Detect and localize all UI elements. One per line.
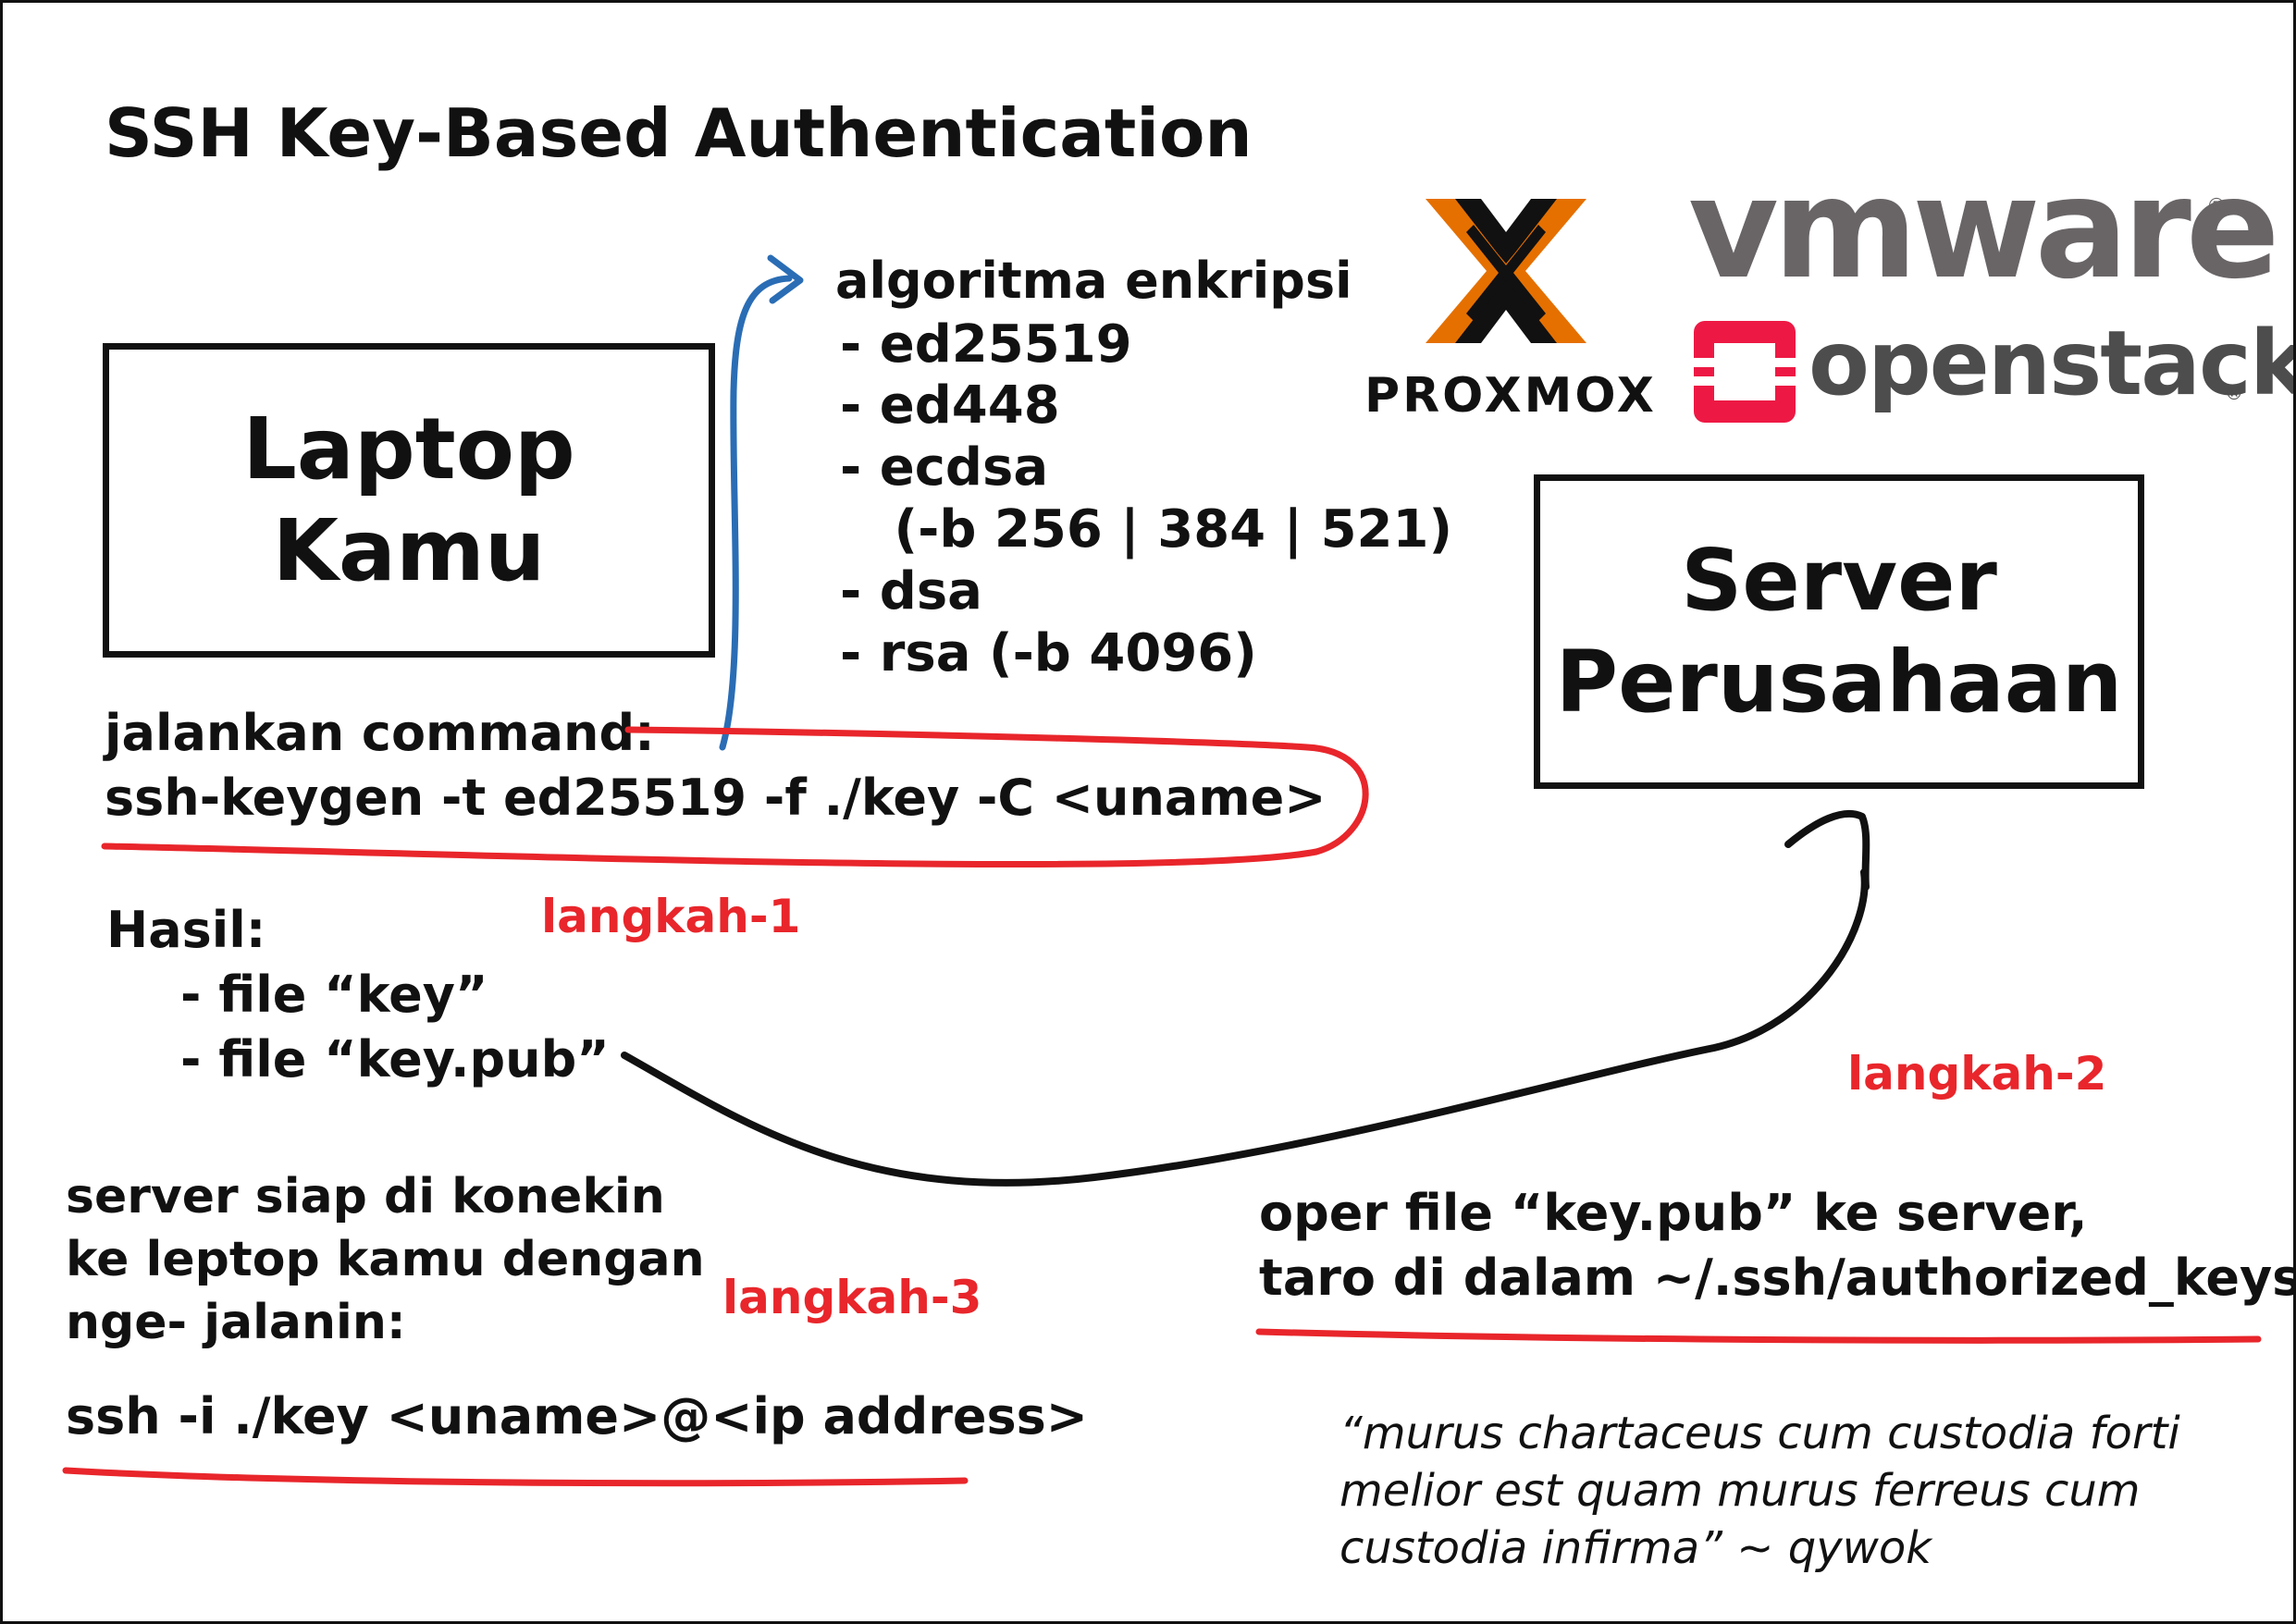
laptop-box: Laptop Kamu bbox=[103, 343, 715, 658]
openstack-logo-icon bbox=[1694, 321, 1796, 423]
red-underline-copy bbox=[1255, 1328, 2262, 1344]
step-3-label: langkah-3 bbox=[722, 1271, 982, 1324]
openstack-logo-text: openstack bbox=[1808, 312, 2296, 415]
quote-line1: “murus chartaceus cum custodia forti bbox=[1339, 1408, 2180, 1459]
result-item: - file “key” bbox=[180, 966, 488, 1024]
laptop-box-line1: Laptop bbox=[242, 399, 575, 498]
server-box-line1: Server bbox=[1681, 530, 1997, 630]
connect-line3: nge- jalanin: bbox=[66, 1295, 406, 1350]
red-command-loop bbox=[101, 726, 1369, 868]
proxmox-logo-text: PROXMOX bbox=[1364, 368, 1657, 424]
black-arrow-head bbox=[1784, 809, 1870, 891]
connect-line2: ke leptop kamu dengan bbox=[66, 1232, 705, 1287]
server-box: Server Perusahaan bbox=[1534, 474, 2144, 789]
proxmox-logo-icon bbox=[1426, 199, 1586, 343]
result-label: Hasil: bbox=[106, 901, 266, 959]
laptop-box-line2: Kamu bbox=[272, 501, 546, 600]
quote-line2: melior est quam murus ferreus cum bbox=[1339, 1465, 2141, 1517]
openstack-registered-mark: ® bbox=[2225, 382, 2243, 404]
result-item: - file “key.pub” bbox=[180, 1030, 610, 1089]
server-box-line2: Perusahaan bbox=[1555, 633, 2123, 732]
vmware-registered-mark: ® bbox=[2206, 195, 2227, 218]
algorithm-item: - ecdsa bbox=[840, 437, 1049, 498]
algorithm-item: - dsa bbox=[840, 561, 982, 621]
algorithm-item: (-b 256 | 384 | 521) bbox=[840, 499, 1453, 560]
step-1-label: langkah-1 bbox=[541, 890, 801, 943]
red-underline-ssh bbox=[62, 1467, 969, 1487]
black-curve-arrow bbox=[621, 868, 1869, 1187]
blue-arrow-head bbox=[767, 254, 804, 304]
copy-instruction-line2: taro di dalam ~/.ssh/authorized_keys bbox=[1259, 1249, 2296, 1307]
algorithm-heading: algoritma enkripsi bbox=[835, 252, 1352, 310]
algorithm-item: - rsa (-b 4096) bbox=[840, 623, 1257, 683]
blue-arrow-stroke bbox=[719, 275, 793, 751]
page-title: SSH Key-Based Authentication bbox=[105, 94, 1253, 172]
command-label: jalankan command: bbox=[105, 704, 655, 762]
step-2-label: langkah-2 bbox=[1847, 1047, 2107, 1101]
annotation-strokes bbox=[62, 254, 2262, 1487]
copy-instruction-line1: oper file “key.pub” ke server, bbox=[1259, 1184, 2088, 1242]
connect-code: ssh -i ./key <uname>@<ip address> bbox=[66, 1387, 1089, 1446]
quote-line3: custodia infirma” ~ qywok bbox=[1339, 1522, 1932, 1574]
connect-line1: server siap di konekin bbox=[66, 1169, 665, 1224]
algorithm-item: - ed25519 bbox=[840, 314, 1132, 375]
vmware-logo-text: vmware bbox=[1688, 149, 2280, 310]
command-code: ssh-keygen -t ed25519 -f ./key -C <uname… bbox=[105, 769, 1327, 827]
algorithm-item: - ed448 bbox=[840, 375, 1060, 436]
